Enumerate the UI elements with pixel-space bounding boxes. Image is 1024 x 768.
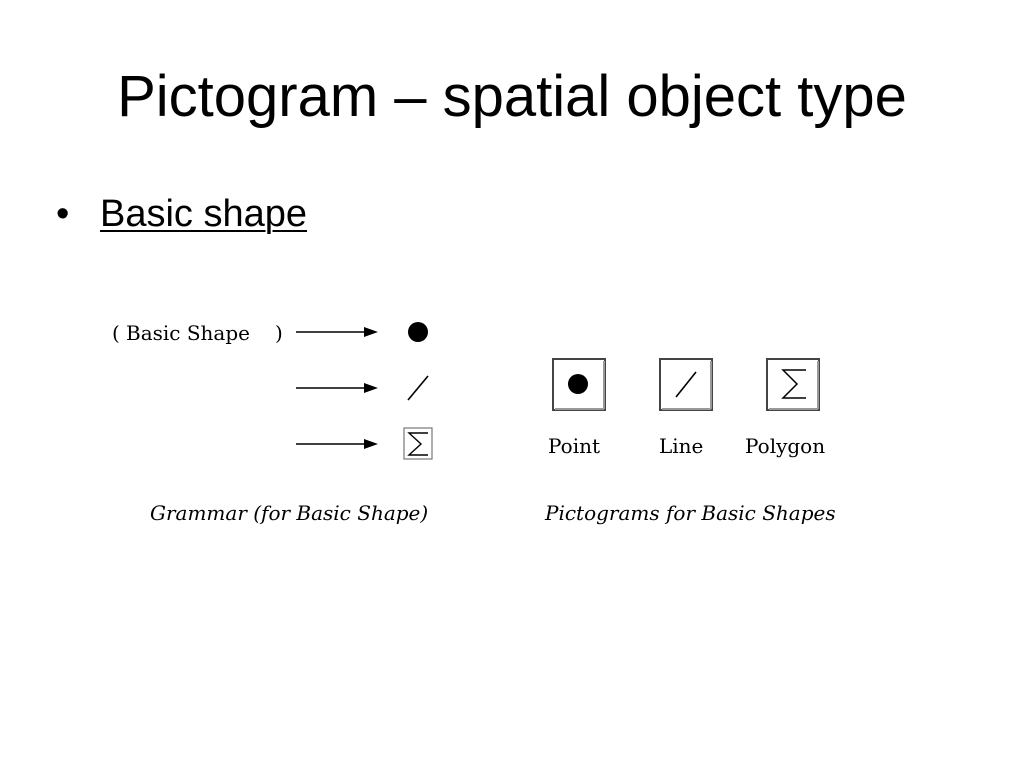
pictogram-polygon (766, 358, 820, 411)
grammar-nonterminal-label: Basic Shape (126, 321, 250, 345)
pictogram-label-line: Line (659, 434, 703, 458)
pictograms-caption: Pictograms for Basic Shapes (544, 501, 836, 525)
arrow-icon (296, 439, 378, 449)
grammar-diagram: ( Basic Shape ) Grammar (112, 321, 433, 525)
slide-title: Pictogram – spatial object type (117, 64, 907, 129)
arrow-icon (296, 327, 378, 337)
bullet-marker: • (56, 193, 70, 235)
point-icon (568, 374, 588, 394)
pictogram-frame (766, 358, 820, 411)
polygon-icon (403, 427, 433, 460)
line-icon (407, 375, 429, 401)
point-icon (408, 322, 428, 342)
pictogram-label-point: Point (548, 434, 600, 458)
grammar-caption: Grammar (for Basic Shape) (150, 501, 428, 525)
pictograms-diagram: Point Line Polygon Pictograms for Basic … (544, 358, 836, 525)
polygon-icon (781, 369, 806, 399)
line-icon (675, 371, 697, 398)
arrow-icon (296, 383, 378, 393)
bullet-text-basic-shape: Basic shape (100, 193, 308, 235)
bullet-item: • Basic shape (56, 190, 307, 238)
pictogram-label-polygon: Polygon (745, 434, 825, 458)
pictogram-line (659, 358, 713, 411)
grammar-open-paren: ( (112, 321, 120, 345)
grammar-close-paren: ) (275, 321, 283, 345)
pictogram-point (552, 358, 606, 411)
